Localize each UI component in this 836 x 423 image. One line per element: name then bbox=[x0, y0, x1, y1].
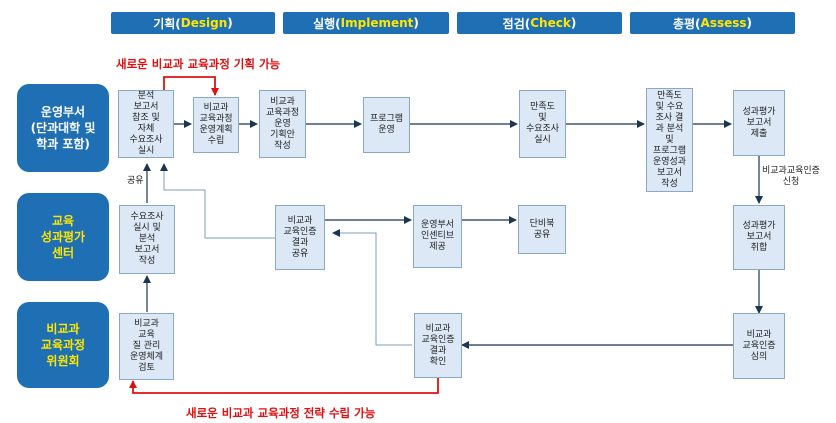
phase-assess-prefix: 총평( bbox=[672, 16, 701, 31]
share-label: 공유 bbox=[127, 176, 144, 186]
box-cert-confirm: 비교과 교육인증 결과 확인 bbox=[414, 313, 462, 378]
phase-assess-term: Assess bbox=[700, 16, 747, 30]
box-share: 단비북 공유 bbox=[518, 205, 566, 254]
box-plan: 비교과 교육과정 운영계획 수립 bbox=[193, 97, 239, 153]
phase-check: 점검(Check) bbox=[457, 12, 622, 34]
box-eval-submit: 성과평가 보고서 제출 bbox=[733, 90, 785, 156]
box-quality-review: 비교과 교육 질 관리 운영체계 검토 bbox=[119, 313, 174, 380]
box-satisfaction: 만족도 및 수요조사 실시 bbox=[519, 90, 566, 158]
phase-assess: 총평(Assess) bbox=[630, 12, 795, 34]
phase-check-prefix: 점검( bbox=[502, 16, 531, 31]
phase-design: 기획(Design) bbox=[111, 12, 275, 34]
phase-implement: 실행(Implement) bbox=[283, 12, 449, 34]
box-survey-report: 수요조사 실시 및 분석 보고서 작성 bbox=[119, 205, 175, 274]
new-plan-note: 새로운 비교과 교육과정 기획 가능 bbox=[116, 57, 281, 71]
phase-implement-prefix: 실행( bbox=[313, 16, 341, 31]
phase-assess-suffix: ) bbox=[746, 16, 753, 30]
apply-label: 비교과교육인증 신청 bbox=[762, 166, 820, 187]
box-incentive: 운영부서 인센티브 제공 bbox=[413, 205, 462, 268]
box-cert-share: 비교과 교육인증 결과 공유 bbox=[275, 205, 325, 270]
phase-implement-suffix: ) bbox=[413, 16, 419, 30]
box-program: 프로그램 운영 bbox=[363, 97, 410, 153]
phase-check-suffix: ) bbox=[570, 16, 577, 30]
new-strategy-note: 새로운 비교과 교육과정 전략 수립 가능 bbox=[186, 406, 376, 420]
phase-design-suffix: ) bbox=[227, 16, 233, 30]
box-eval-collect: 성과평가 보고서 취합 bbox=[733, 205, 785, 270]
phase-design-term: Design bbox=[180, 16, 228, 30]
phase-implement-term: Implement bbox=[340, 16, 414, 30]
actor-operations: 운영부서 (단과대학 및 학과 포함) bbox=[17, 84, 109, 172]
actor-committee: 비교과 교육과정 위원회 bbox=[17, 302, 109, 388]
box-analysis-report: 분석 보고서 참조 및 자체 수요조사 실시 bbox=[118, 90, 174, 158]
phase-design-prefix: 기획( bbox=[153, 16, 181, 31]
phase-check-term: Check bbox=[530, 16, 571, 30]
box-draft: 비교과 교육과정 운영 기획안 작성 bbox=[259, 90, 306, 158]
actor-center: 교육 성과평가 센터 bbox=[17, 193, 109, 281]
box-cert-review: 비교과 교육인증 심의 bbox=[733, 313, 785, 379]
box-results-report: 만족도 및 수요 조사 결 과 분석 및 프로그램 운영성과 보고서 작성 bbox=[646, 88, 693, 192]
